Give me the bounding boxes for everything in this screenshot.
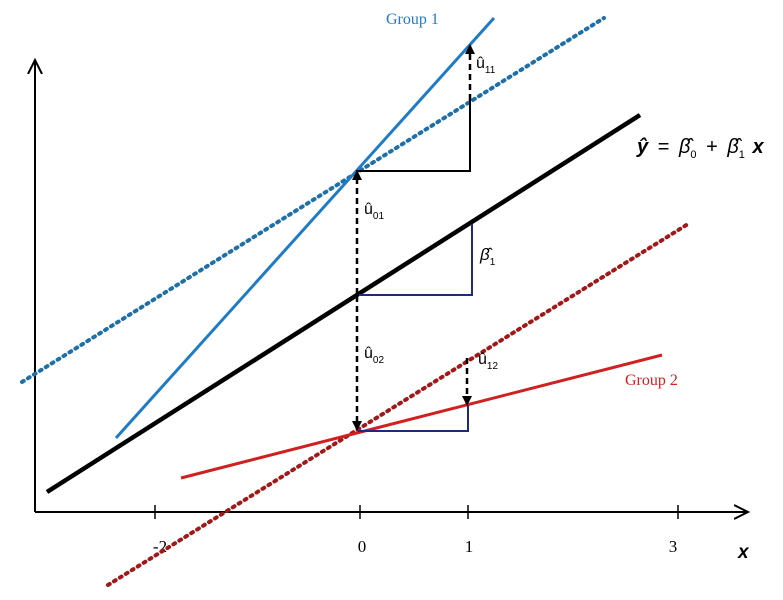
x-tick-label-1: 1	[465, 537, 474, 556]
u11-label: û11	[476, 55, 496, 76]
u02-label: û02	[364, 345, 384, 366]
regression-equation: ŷ = β̂0 + β̂1 x	[636, 136, 764, 163]
x-tick-label-minus2: -2	[153, 537, 167, 556]
u01-label: û01	[364, 201, 384, 222]
group1-line	[114, 16, 496, 440]
u12-label: û12	[478, 351, 498, 372]
x-axis-label: x	[737, 542, 750, 563]
group1-label: Group 1	[386, 11, 439, 28]
overall-slope-triangle	[359, 224, 473, 296]
x-tick-label-3: 3	[669, 537, 678, 556]
overall-regression-line	[45, 113, 642, 494]
group1-slope-triangle	[356, 100, 471, 172]
group2-slope-triangle	[358, 405, 469, 432]
group2-label: Group 2	[625, 372, 678, 389]
group2-dotted-line	[106, 222, 690, 587]
x-tick-label-0: 0	[358, 537, 367, 556]
beta1-slope-label: β̂1	[479, 245, 496, 268]
group1-dotted-line	[20, 16, 606, 384]
group2-line	[180, 353, 663, 480]
